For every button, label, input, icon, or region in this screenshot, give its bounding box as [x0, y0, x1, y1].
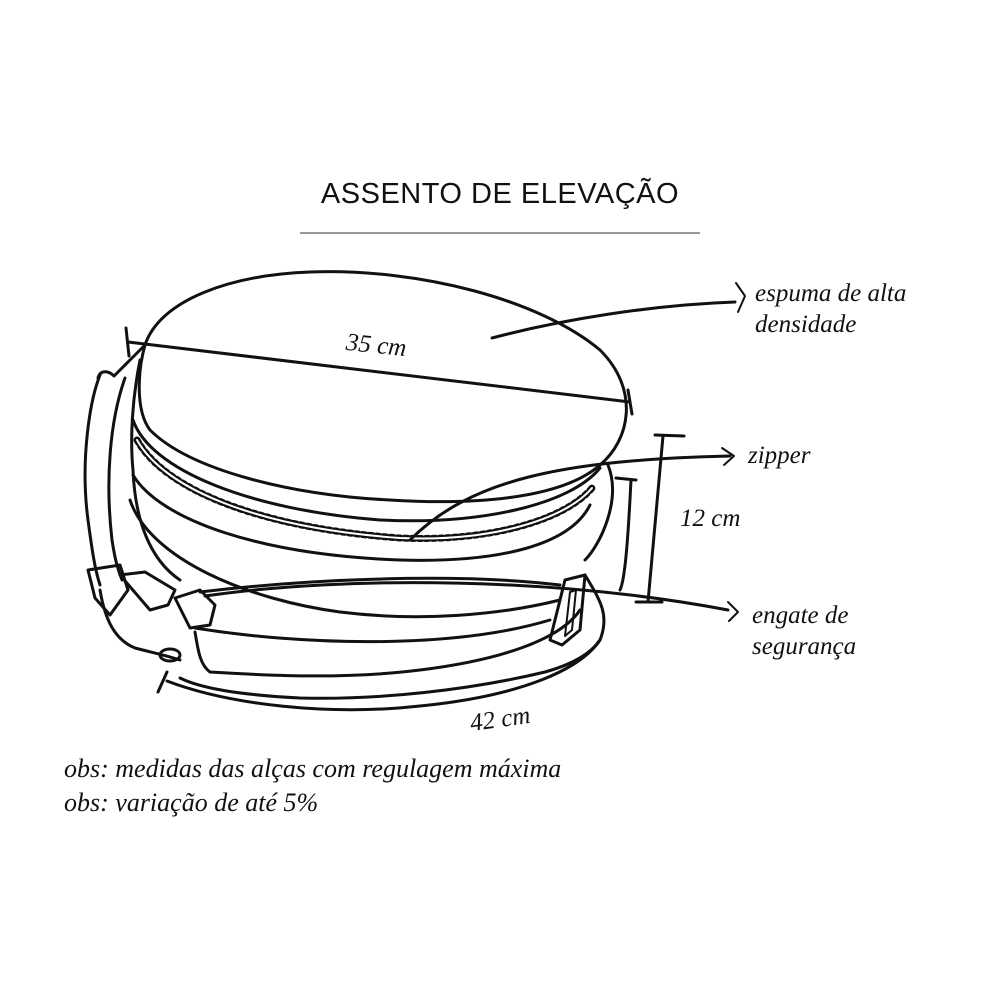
buckle-right — [173, 588, 217, 630]
strap-dim-line — [165, 638, 602, 712]
cushion-top — [137, 270, 628, 504]
cushion-side-left — [130, 358, 182, 582]
label-foam-line1: espuma de alta — [755, 280, 907, 307]
buckle-mid — [118, 570, 177, 612]
foam-leader — [490, 300, 737, 340]
note-straps: obs: medidas das alças com regulagem máx… — [64, 754, 562, 783]
strap-front-top — [198, 576, 562, 594]
zipper-leader — [408, 454, 732, 542]
height-dim-tick-top — [653, 433, 686, 438]
zipper-band-top — [131, 418, 602, 523]
cushion-bottom — [128, 498, 562, 619]
strap-right-wrap — [178, 573, 606, 700]
label-foam: espuma de alta densidade — [755, 278, 906, 340]
note-variation: obs: variação de até 5% — [64, 788, 319, 817]
zipper-band-bottom — [131, 473, 592, 562]
strap-slider — [548, 573, 587, 647]
label-foam-line2: densidade — [755, 311, 857, 338]
height-dim-inner — [614, 476, 638, 592]
label-safety-line2: segurança — [752, 633, 857, 660]
page-title: ASSENTO DE ELEVAÇÃO — [320, 178, 680, 210]
strap-front-lower — [193, 608, 582, 678]
height-dim-line — [646, 434, 665, 604]
safety-leader — [203, 581, 730, 612]
zipper-arrow — [721, 447, 735, 466]
strap-front-bottom — [193, 618, 552, 644]
strap-loop — [96, 343, 147, 380]
title-divider — [300, 232, 700, 234]
zipper-teeth — [133, 436, 596, 542]
diameter-dim-tick-left — [124, 326, 131, 358]
label-safety-line1: engate de — [752, 602, 849, 629]
safety-arrow — [727, 601, 739, 622]
cushion-side-right — [583, 463, 614, 562]
notes: obs: medidas das alças com regulagem máx… — [64, 752, 561, 820]
strap-back-inner — [107, 376, 127, 582]
label-zipper: zipper — [748, 442, 811, 469]
foam-arrow — [735, 282, 746, 313]
strap-rivet — [158, 647, 182, 663]
diameter-dim-line — [126, 340, 632, 404]
strap-tail — [98, 588, 182, 662]
diameter-dim-tick-right — [626, 388, 634, 416]
strap-back — [83, 373, 102, 587]
label-safety: engate de segurança — [752, 600, 856, 662]
strap-dim-tick — [156, 670, 169, 694]
buckle-left — [86, 563, 130, 617]
dimension-height: 12 cm — [680, 505, 741, 532]
